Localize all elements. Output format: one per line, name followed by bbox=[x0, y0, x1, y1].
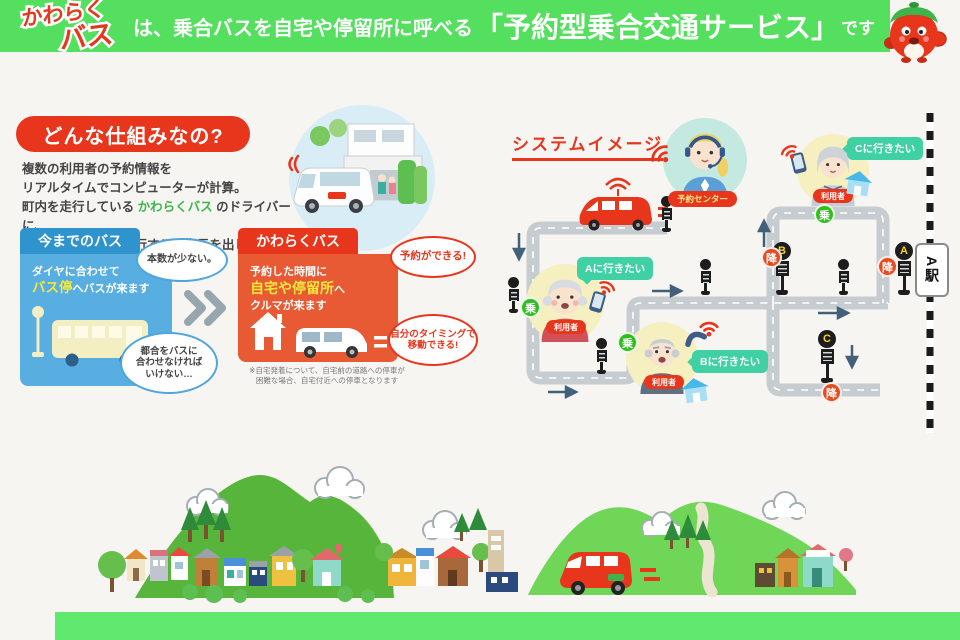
user-c-request-bubble: Cに行きたい bbox=[847, 137, 924, 160]
bus-stop bbox=[596, 338, 607, 374]
header-tagline: は、乗合バスを自宅や停留所に呼べる「予約型乗合交通サービス」です bbox=[133, 0, 875, 52]
van-house-illustration bbox=[288, 105, 435, 251]
tagline-prefix: は、乗合バスを自宅や停留所に呼べる bbox=[133, 17, 473, 40]
operator-avatar bbox=[663, 118, 747, 202]
home-pickup-footnote: ※自宅発着について、自宅前の道路への停車が困難な場合、自宅付近への停車となります bbox=[249, 366, 405, 385]
desc-line-3: 町内を走行している かわらくバス のドライバーに、 bbox=[22, 200, 291, 233]
bus-stop-b: B bbox=[773, 242, 791, 295]
kawaraku-bus-box: 予約した時間に 自宅や停留所へ クルマが来ます bbox=[238, 254, 398, 362]
user-b-request-bubble: Bに行きたい bbox=[692, 350, 769, 373]
right-houses bbox=[454, 508, 853, 587]
alight-marker: 降 bbox=[877, 256, 898, 277]
bus-stop bbox=[700, 259, 711, 295]
town-landscape bbox=[98, 466, 856, 603]
bubble-few-buses: 本数が少ない。 bbox=[136, 238, 228, 282]
tab-before-bus: 今までのバス bbox=[20, 228, 140, 254]
bus-stop-c: C bbox=[818, 330, 836, 383]
phone-handset-icon bbox=[685, 331, 708, 348]
desc-line-2: リアルタイムでコンピューターが計算。 bbox=[22, 181, 247, 195]
logo-bottom-text: バス bbox=[59, 19, 114, 56]
footer-bar bbox=[55, 612, 960, 640]
reserved-van-icon bbox=[579, 177, 668, 231]
board-marker: 乗 bbox=[814, 204, 835, 225]
red-van-icon bbox=[560, 552, 660, 595]
house-icon bbox=[844, 171, 873, 197]
section-title-system-image: システムイメージ bbox=[512, 130, 664, 161]
wifi-icon bbox=[599, 281, 616, 295]
tagline-suffix: です bbox=[841, 18, 876, 38]
bubble-own-timing: 自分のタイミングで 移動できる! bbox=[388, 314, 478, 366]
kawa-line-1: 予約した時間に bbox=[250, 266, 327, 278]
user-a-request-bubble: Aに行きたい bbox=[577, 257, 654, 280]
header-bar: は、乗合バスを自宅や停留所に呼べる「予約型乗合交通サービス」です bbox=[0, 0, 890, 52]
before-line-2: バス停へバスが来ます bbox=[32, 280, 150, 295]
kawaraku-bus-logo: かわらく バス bbox=[19, 0, 117, 58]
house-icon bbox=[680, 378, 709, 404]
before-line-1: ダイヤに合わせて bbox=[32, 266, 120, 278]
bus-stop bbox=[508, 277, 519, 313]
pine-trees bbox=[181, 500, 231, 542]
town-houses bbox=[98, 530, 518, 603]
board-marker: 乗 bbox=[617, 332, 638, 353]
bus-stop-a: A bbox=[895, 242, 913, 295]
section-title-how-it-works: どんな仕組みなの? bbox=[16, 116, 250, 152]
direction-arrows bbox=[511, 218, 860, 400]
desc-line-1: 複数の利用者の予約情報を bbox=[22, 162, 173, 176]
wifi-icon bbox=[780, 145, 797, 159]
brand-name: かわらくバス bbox=[137, 200, 213, 214]
bubble-adjust-schedule: 都合をバスに 合わせなければ いけない… bbox=[120, 332, 218, 394]
alight-marker: 降 bbox=[761, 247, 782, 268]
tagline-highlight: 「予約型乗合交通サービス」 bbox=[475, 12, 840, 43]
operator-label: 予約センター bbox=[668, 191, 738, 207]
wifi-icon bbox=[651, 145, 669, 163]
kawa-line-3: クルマが来ます bbox=[250, 300, 327, 312]
logo-top-text: かわらく bbox=[21, 0, 106, 31]
board-marker: 乗 bbox=[520, 297, 541, 318]
wifi-icon bbox=[699, 321, 719, 337]
user-c-label: 利用者 bbox=[813, 189, 853, 203]
bus-stop bbox=[661, 196, 672, 232]
alight-marker: 降 bbox=[821, 382, 842, 403]
tab-kawaraku-bus: かわらくバス bbox=[238, 228, 358, 254]
station-a-sign: A駅 bbox=[915, 243, 949, 297]
bus-stop bbox=[838, 259, 849, 295]
hill-trail bbox=[695, 502, 718, 598]
user-a-label: 利用者 bbox=[546, 320, 586, 334]
chevron-arrows-icon bbox=[184, 290, 226, 326]
user-b-label: 利用者 bbox=[644, 375, 684, 389]
home-van-icon bbox=[250, 312, 387, 358]
bubble-can-reserve: 予約ができる! bbox=[390, 236, 476, 278]
mascot-icon bbox=[884, 2, 947, 63]
kawa-line-2: 自宅や停留所へ bbox=[250, 280, 345, 296]
